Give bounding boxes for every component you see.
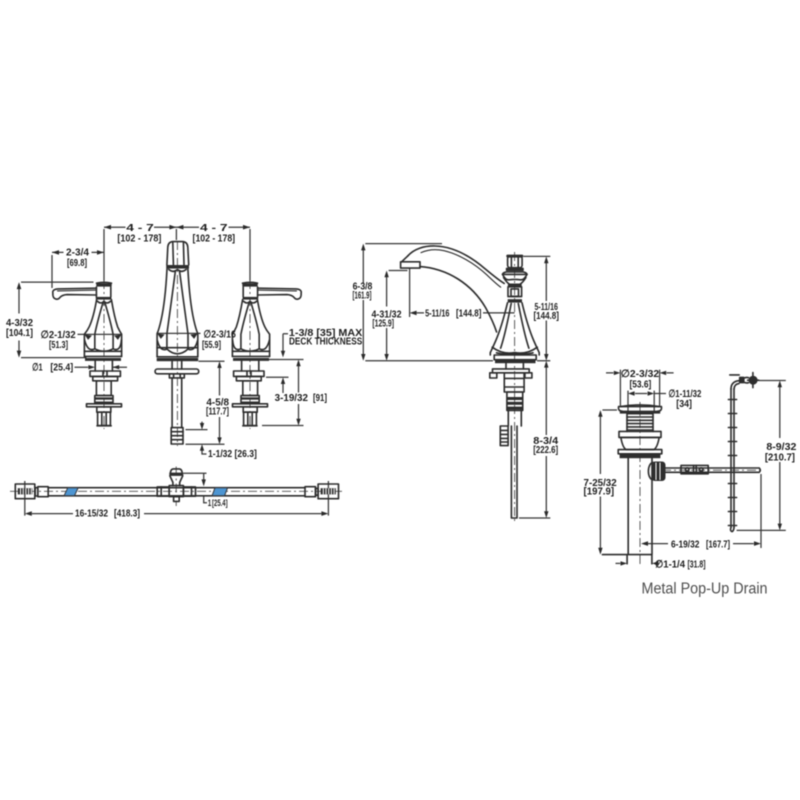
svg-text:[125.9]: [125.9] (372, 318, 394, 330)
svg-text:[25.4]: [25.4] (212, 498, 228, 509)
svg-text:[34]: [34] (676, 398, 692, 410)
svg-text:1-3/8 [35] MAX: 1-3/8 [35] MAX (289, 327, 362, 339)
svg-text:[51.3]: [51.3] (49, 339, 68, 351)
svg-text:4 - 7: 4 - 7 (126, 222, 154, 234)
svg-text:[222.6]: [222.6] (533, 444, 558, 456)
svg-text:∅2-1/32: ∅2-1/32 (41, 329, 76, 341)
svg-text:Metal Pop-Up Drain: Metal Pop-Up Drain (642, 581, 768, 598)
svg-text:8-9/32: 8-9/32 (766, 441, 796, 453)
svg-text:[210.7]: [210.7] (765, 451, 795, 463)
svg-text:2-3/4: 2-3/4 (66, 247, 89, 259)
svg-text:[102 - 178]: [102 - 178] (117, 233, 161, 245)
svg-text:[117.7]: [117.7] (206, 406, 229, 418)
svg-text:[104.1]: [104.1] (6, 327, 33, 339)
svg-text:16-15/32: 16-15/32 (75, 508, 108, 520)
svg-text:1-1/32 [26.3]: 1-1/32 [26.3] (208, 448, 257, 460)
svg-text:4-3/32: 4-3/32 (6, 317, 33, 329)
svg-text:∅2-3/16: ∅2-3/16 (204, 329, 237, 341)
svg-text:[161.9]: [161.9] (353, 289, 372, 301)
svg-text:7-25/32: 7-25/32 (584, 477, 617, 489)
svg-text:[53.6]: [53.6] (629, 378, 651, 390)
svg-text:[69.8]: [69.8] (67, 257, 87, 269)
svg-text:∅1-11/32: ∅1-11/32 (668, 388, 701, 400)
svg-text:5-11/16: 5-11/16 (425, 307, 450, 319)
svg-text:4-5/8: 4-5/8 (206, 397, 229, 409)
svg-text:[144.8]: [144.8] (456, 307, 482, 319)
svg-text:∅2-3/32: ∅2-3/32 (621, 368, 659, 380)
svg-text:∅1: ∅1 (32, 362, 43, 374)
svg-text:4 - 7: 4 - 7 (200, 222, 228, 234)
svg-text:[167.7]: [167.7] (706, 538, 730, 550)
svg-text:DECK THICKNESS: DECK THICKNESS (289, 336, 362, 348)
svg-text:4-31/32: 4-31/32 (372, 309, 402, 321)
svg-text:6-3/8: 6-3/8 (353, 281, 373, 293)
svg-text:[55.9]: [55.9] (202, 339, 221, 351)
svg-text:∅1-1/4: ∅1-1/4 (655, 559, 685, 571)
svg-text:5-11/16: 5-11/16 (535, 301, 558, 313)
svg-text:[418.3]: [418.3] (114, 508, 140, 520)
svg-text:[91]: [91] (313, 392, 327, 404)
svg-text:[31.8]: [31.8] (688, 559, 706, 571)
svg-text:8-3/4: 8-3/4 (533, 435, 558, 447)
svg-text:[102 - 178]: [102 - 178] (193, 233, 236, 245)
svg-text:6-19/32: 6-19/32 (671, 538, 700, 550)
svg-text:[25.4]: [25.4] (50, 362, 73, 374)
svg-text:3-19/32: 3-19/32 (275, 392, 309, 404)
svg-text:[144.8]: [144.8] (533, 310, 559, 322)
svg-text:1: 1 (208, 498, 212, 509)
svg-text:[197.9]: [197.9] (584, 486, 615, 498)
